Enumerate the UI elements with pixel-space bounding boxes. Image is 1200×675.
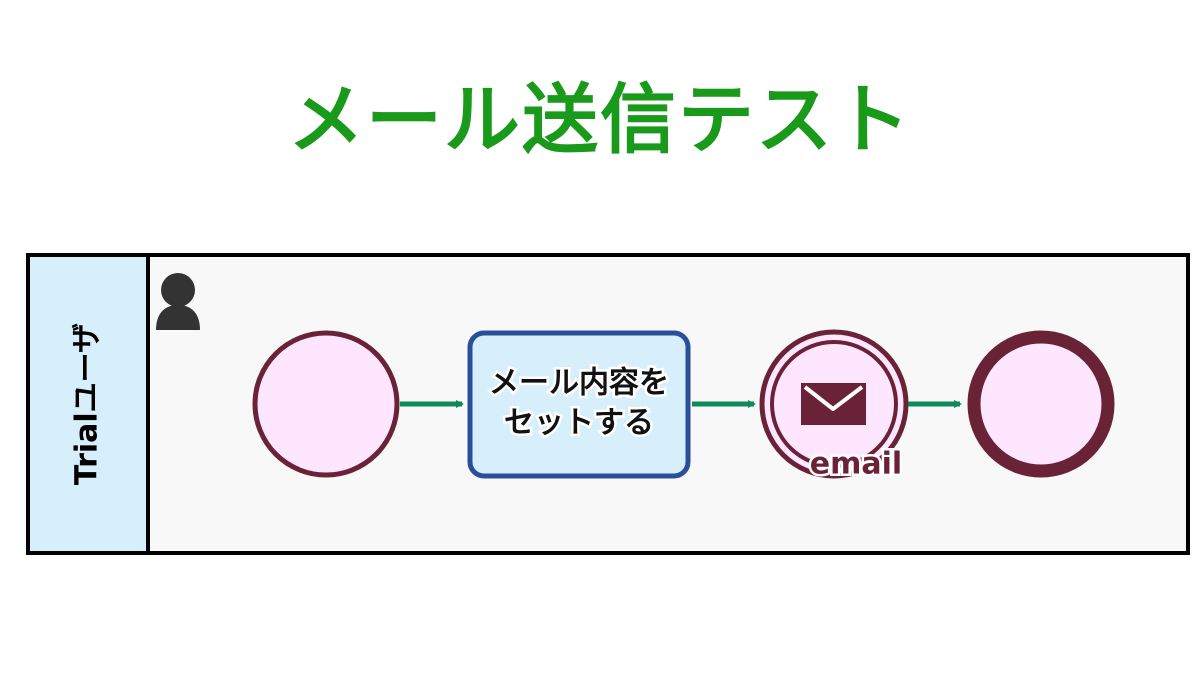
- lane-header: [26, 253, 150, 555]
- lane-label: Trialユーザ: [70, 323, 105, 485]
- message-event-label: email: [810, 447, 902, 482]
- end-event[interactable]: [967, 330, 1115, 478]
- task-box[interactable]: [467, 330, 691, 479]
- start-event[interactable]: [252, 330, 400, 478]
- task-label-line1: メール内容を: [489, 366, 669, 401]
- page-title: メール送信テスト: [288, 75, 912, 164]
- message-throw-event[interactable]: email: [759, 329, 909, 484]
- envelope-icon: [801, 383, 866, 425]
- user-icon: [156, 273, 200, 330]
- task-set-mail-content[interactable]: メール内容を セットする: [467, 330, 691, 479]
- task-label-line2: セットする: [504, 406, 654, 441]
